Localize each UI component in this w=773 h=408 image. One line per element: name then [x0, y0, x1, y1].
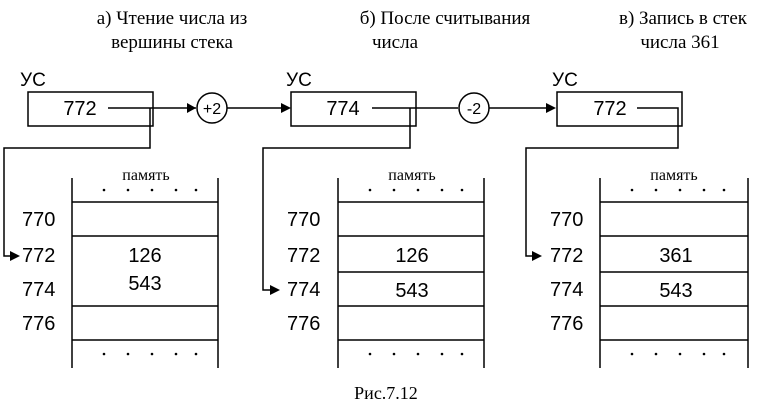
- panel-b-addr-1: 772: [287, 245, 320, 267]
- panel-a-dots-bottom: [102, 352, 198, 356]
- panel-b-pointer-path: [262, 108, 411, 291]
- panel-a-memory-title: память: [122, 167, 169, 184]
- panel-a-title-line1: а) Чтение числа из: [97, 8, 248, 29]
- panel-a-title-line2: вершины стека: [111, 32, 233, 53]
- panel-b-dots-bottom: [368, 352, 464, 356]
- arrowhead-icon: [10, 251, 20, 261]
- panel-c-addr-3: 776: [550, 313, 583, 335]
- panel-a-addr-0: 770: [22, 209, 55, 231]
- panel-c-addr-1: 772: [550, 245, 583, 267]
- panel-b-register-label: УС: [286, 70, 312, 91]
- panel-b-register-box: [290, 91, 417, 127]
- panel-b-title-line1: б) После считывания: [360, 8, 531, 29]
- arrowhead-icon: [281, 103, 291, 113]
- panel-b-memory-title: память: [388, 167, 435, 184]
- panel-a-register-label: УС: [20, 70, 46, 91]
- op-minus-2-label: -2: [467, 101, 481, 118]
- panel-b-dots-top: [368, 188, 464, 192]
- panel-a: а) Чтение числа из вершины стека УС 772 …: [3, 8, 248, 368]
- panel-c-dots-bottom: [630, 352, 726, 356]
- panel-c-memory-title: память: [650, 167, 697, 184]
- arrowhead-icon: [270, 285, 280, 295]
- panel-a-cell-2: 543: [128, 273, 161, 295]
- panel-c-addr-0: 770: [550, 209, 583, 231]
- panel-b-title-line2: числа: [372, 32, 419, 53]
- panel-a-addr-2: 774: [22, 279, 55, 301]
- panel-c-pointer-path: [525, 107, 679, 257]
- panel-a-register-value: 772: [63, 98, 96, 120]
- panel-a-addr-1: 772: [22, 245, 55, 267]
- panel-a-register-box: [27, 91, 154, 127]
- panel-a-addr-3: 776: [22, 313, 55, 335]
- panel-c-cell-1: 361: [659, 245, 692, 267]
- panel-c-title-line1: в) Запись в стек: [619, 8, 748, 29]
- arrowhead-icon: [187, 103, 196, 113]
- panel-a-pointer-path: [3, 108, 151, 257]
- arrowhead-icon: [546, 103, 556, 113]
- op-plus-2-label: +2: [203, 101, 221, 118]
- panel-c-register-box: [556, 91, 683, 127]
- figure-caption: Рис.7.12: [354, 383, 418, 403]
- panel-c-dots-top: [630, 188, 726, 192]
- arrowhead-icon: [532, 251, 542, 261]
- panel-b: б) После считывания числа УС 774 память …: [262, 8, 531, 368]
- panel-b-addr-3: 776: [287, 313, 320, 335]
- op-minus-2: -2: [458, 92, 556, 124]
- panel-b-addr-2: 774: [287, 279, 320, 301]
- panel-b-register-value: 774: [326, 98, 359, 120]
- panel-b-addr-0: 770: [287, 209, 320, 231]
- panel-b-cell-1: 126: [395, 245, 428, 267]
- panel-c-register-value: 772: [593, 98, 626, 120]
- panel-c-title-line2: числа 361: [640, 32, 719, 53]
- panel-c-addr-2: 774: [550, 279, 583, 301]
- panel-c-cell-2: 543: [659, 280, 692, 302]
- panel-b-cell-2: 543: [395, 280, 428, 302]
- panel-c: в) Запись в стек числа 361 УС 772 память…: [525, 8, 749, 368]
- panel-a-cell-1: 126: [128, 245, 161, 267]
- panel-a-dots-top: [102, 188, 198, 192]
- op-plus-2: +2: [196, 92, 291, 124]
- panel-c-register-label: УС: [552, 70, 578, 91]
